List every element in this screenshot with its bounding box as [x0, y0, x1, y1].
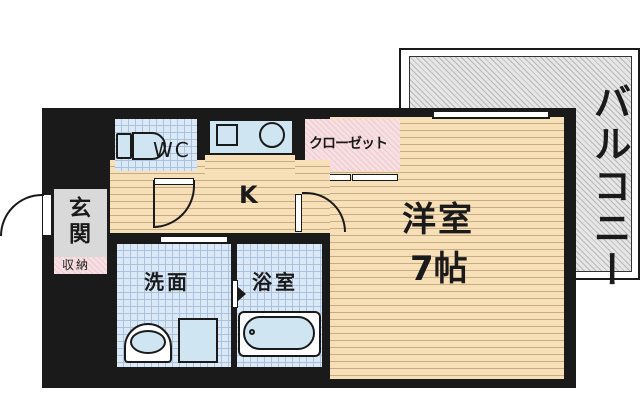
storage: [54, 257, 107, 274]
western-room-label: 洋室: [402, 200, 474, 240]
entrance-label: 玄関: [65, 196, 90, 248]
closet-label: クローゼット: [309, 136, 388, 152]
wc-label: WC: [153, 138, 191, 162]
western-room-window: [432, 110, 550, 119]
bathtub-drain-icon: [249, 329, 255, 335]
bathroom-door[interactable]: [232, 280, 238, 308]
entrance: [54, 189, 107, 257]
sink-icon: [216, 124, 238, 146]
washing-machine-icon: [178, 318, 218, 363]
kitchen-upper: [205, 155, 295, 175]
room-door-frame: [295, 194, 302, 232]
toilet-tank-icon: [116, 133, 132, 159]
stove-burner-icon: [259, 122, 285, 148]
toilet-bowl-icon: [132, 132, 166, 160]
wc-door-frame: [154, 178, 194, 185]
closet-door-right[interactable]: [352, 174, 398, 181]
washbasin-bowl-icon: [130, 330, 166, 354]
balcony-label: バルコニー: [587, 82, 631, 292]
front-door[interactable]: [0, 194, 44, 236]
bathroom-door-arrow-icon: [238, 287, 246, 301]
washroom-label: 洗面: [144, 270, 190, 294]
kitchen-label: K: [239, 181, 258, 209]
western-room-size: 7帖: [410, 249, 468, 289]
storage-label: 収納: [62, 258, 91, 272]
washroom-door-frame: [160, 236, 228, 243]
bathroom-label: 浴室: [252, 270, 298, 294]
bathtub-basin-icon: [243, 316, 315, 350]
